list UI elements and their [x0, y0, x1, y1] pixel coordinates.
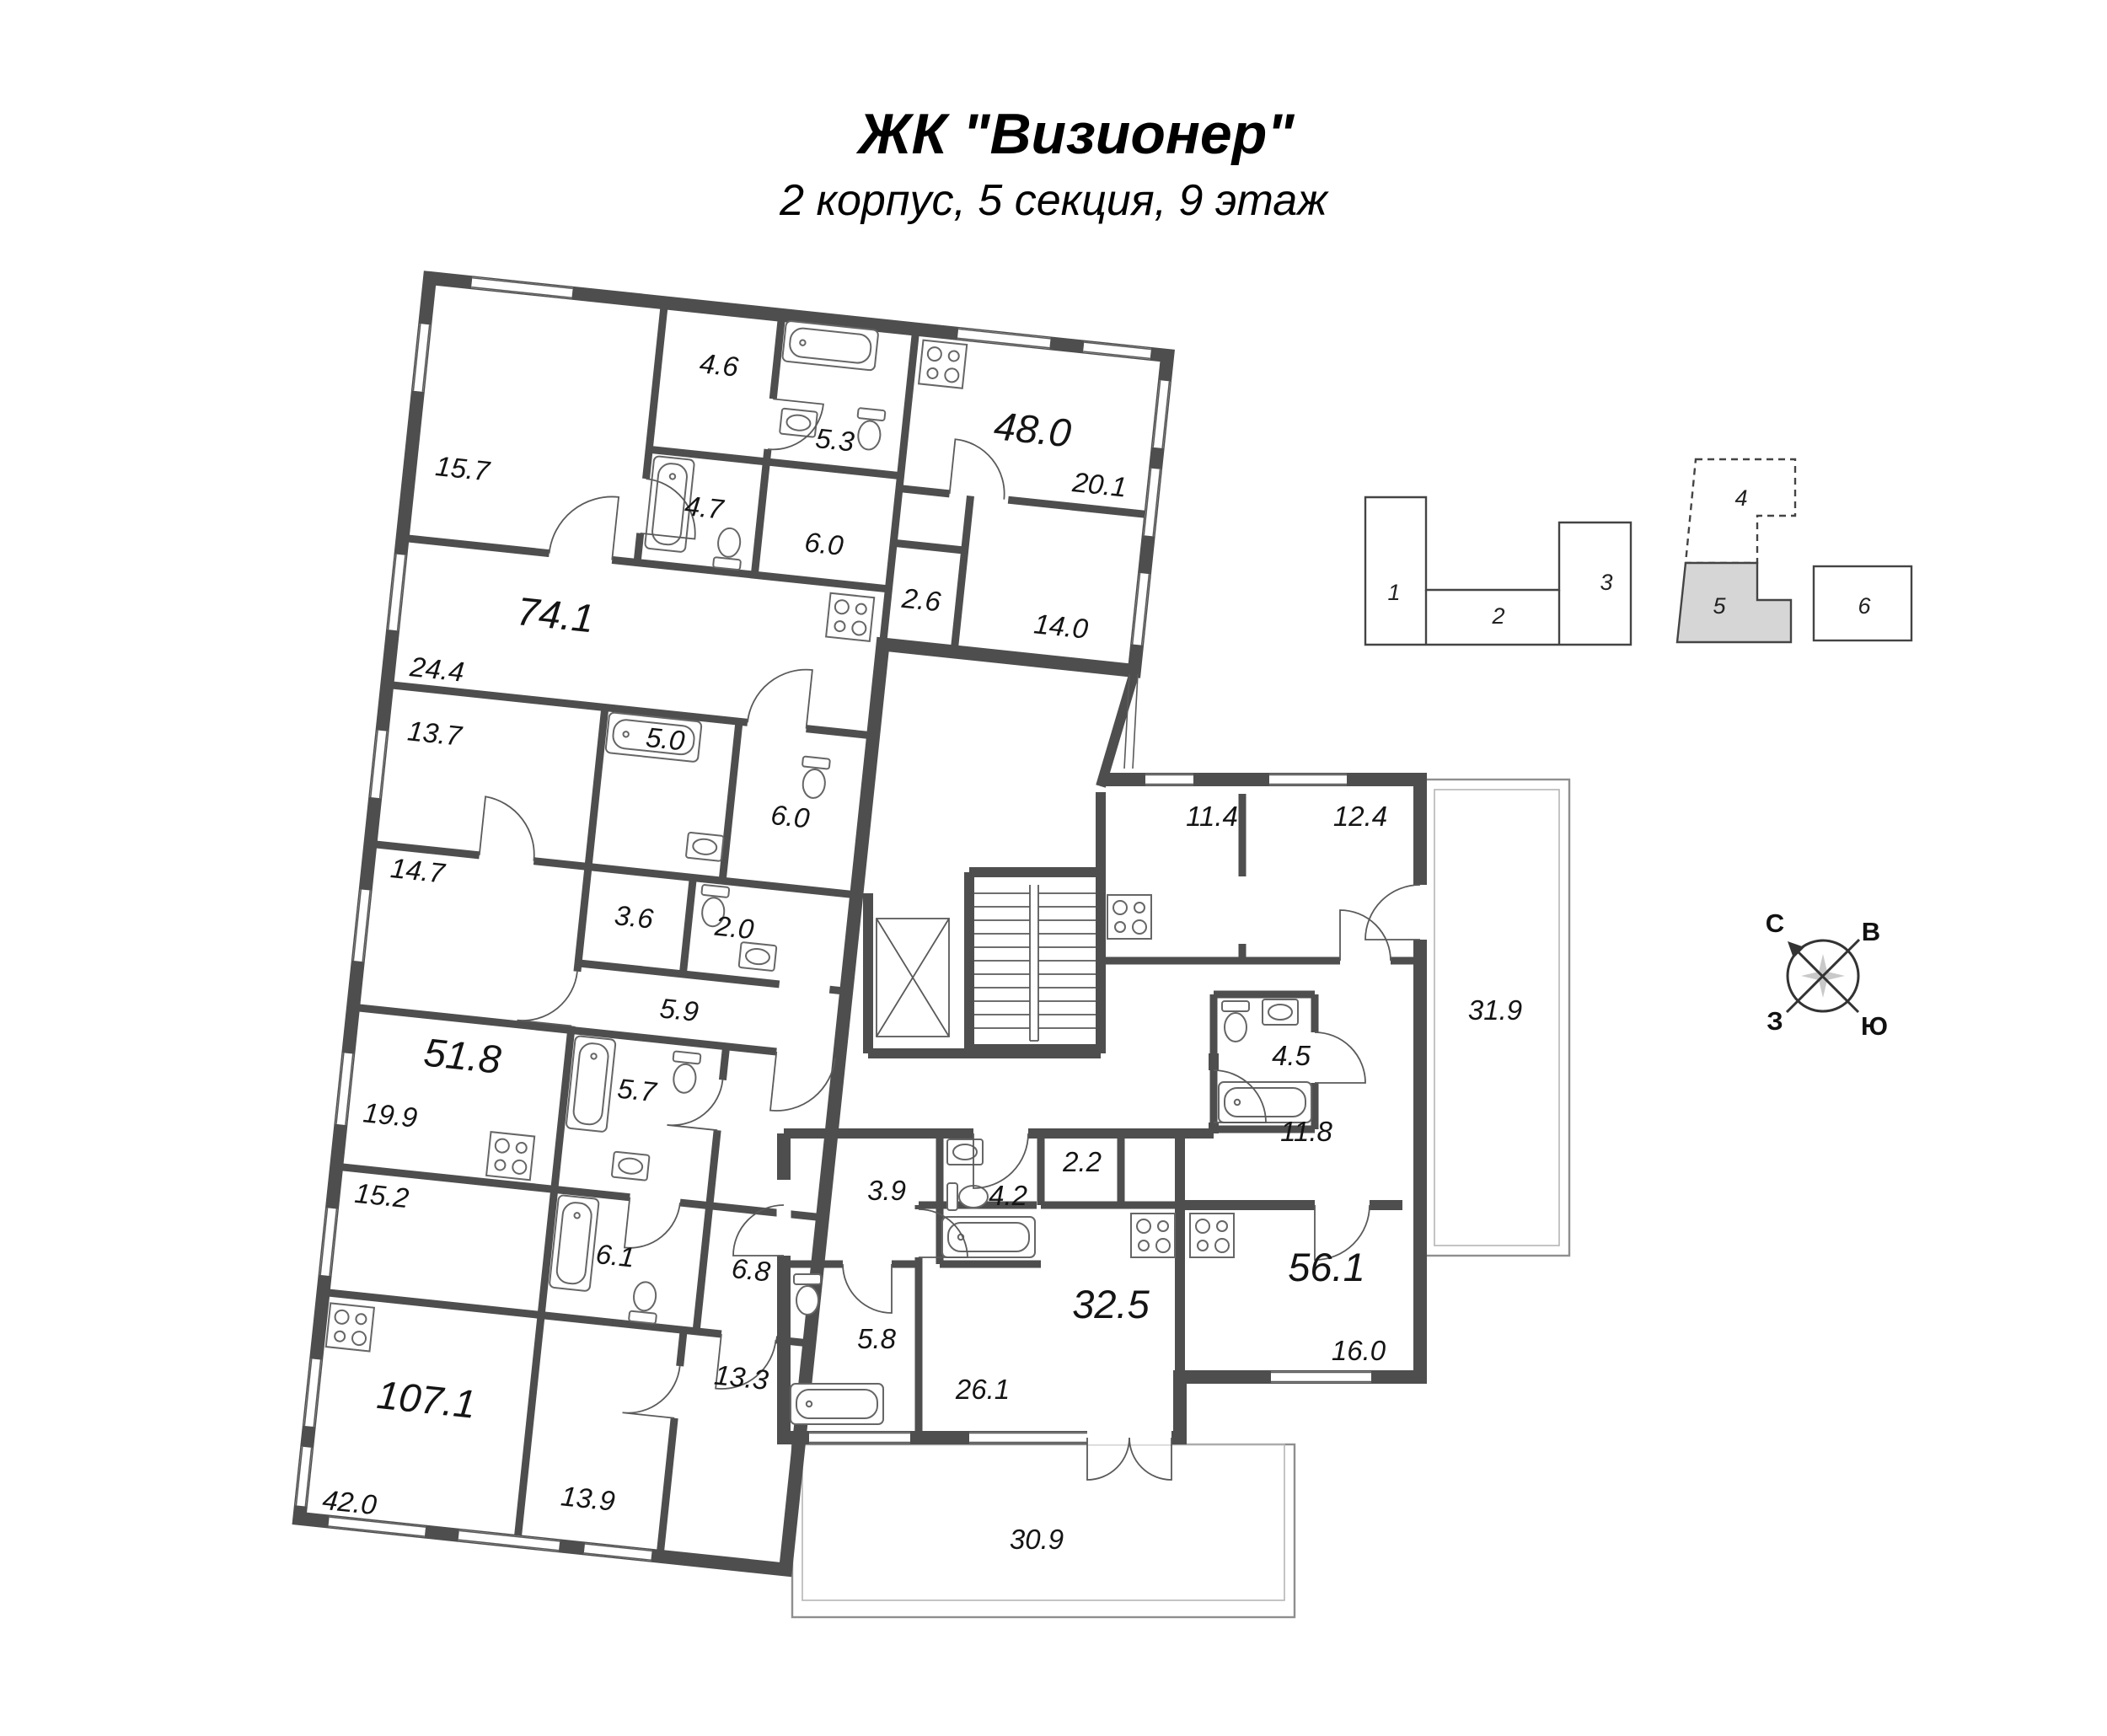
- room-area-label: 26.1: [955, 1374, 1010, 1405]
- room-area-label: 48.0: [992, 403, 1074, 455]
- room-area-label: 5.0: [645, 721, 687, 757]
- room-area-label: 11.4: [1186, 801, 1238, 832]
- room-area-label: 6.0: [769, 799, 812, 834]
- room-area-label: 4.5: [1272, 1040, 1311, 1071]
- room-area-label: 4.6: [698, 347, 740, 383]
- room-area-label: 107.1: [375, 1372, 479, 1427]
- core: [876, 885, 1096, 1042]
- room-area-label: 2.6: [900, 582, 943, 618]
- stairs-icon: [974, 885, 1096, 1042]
- room-area-label: 32.5: [1072, 1282, 1150, 1326]
- compass-west-label: З: [1767, 1006, 1783, 1036]
- room-labels-tilted: 15.7 4.6 4.7 5.3 6.0 48.0 20.1 2.6 14.0 74.1 24.4 1…: [321, 347, 1129, 1521]
- room-area-label: 5.7: [616, 1073, 659, 1108]
- site-minimap: 1 2 3 4 5 6: [1364, 458, 1913, 646]
- room-area-label: 11.8: [1280, 1116, 1332, 1147]
- room-area-label: 5.9: [658, 992, 700, 1027]
- room-area-label: 20.1: [1070, 466, 1129, 503]
- door-arcs: [478, 398, 1005, 1419]
- room-area-label: 24.4: [408, 651, 466, 688]
- room-area-label: 4.2: [989, 1180, 1027, 1211]
- room-area-label: 13.3: [713, 1359, 770, 1396]
- room-area-label: 51.8: [422, 1029, 504, 1081]
- room-area-label: 15.2: [353, 1177, 410, 1214]
- compass-east-label: В: [1862, 917, 1880, 946]
- room-area-label: 3.6: [613, 899, 655, 935]
- minimap-label-2: 2: [1491, 603, 1504, 629]
- room-area-label: 5.3: [814, 422, 856, 458]
- balcony-30-9: [791, 1443, 1296, 1619]
- room-area-label: 6.8: [730, 1252, 772, 1288]
- compass-rose-icon: С В З Ю: [1766, 908, 1888, 1041]
- room-area-label: 56.1: [1288, 1245, 1364, 1289]
- room-area-label: 5.8: [857, 1323, 897, 1354]
- room-area-label: 31.9: [1468, 994, 1522, 1026]
- minimap-label-6: 6: [1858, 593, 1871, 619]
- page-title: ЖК "Визионер": [855, 102, 1295, 166]
- room-area-label: 6.1: [594, 1238, 635, 1273]
- minimap-section-4: [1684, 458, 1797, 565]
- room-area-label: 19.9: [362, 1096, 419, 1133]
- room-area-label: 2.0: [713, 910, 756, 946]
- minimap-label-5: 5: [1713, 593, 1726, 619]
- room-area-label: 2.2: [1062, 1146, 1102, 1177]
- room-area-label: 4.7: [684, 490, 726, 525]
- room-area-label: 15.7: [434, 450, 492, 487]
- minimap-section-6: [1812, 565, 1913, 642]
- minimap-label-1: 1: [1387, 580, 1400, 605]
- room-area-label: 30.9: [1010, 1524, 1064, 1555]
- room-area-label: 12.4: [1333, 801, 1387, 832]
- minimap-building-1-3: [1364, 496, 1633, 646]
- elevator-icon: [876, 918, 950, 1037]
- room-area-label: 13.7: [406, 715, 464, 752]
- straight-wing-walls: [777, 671, 1427, 1444]
- compass-north-label: С: [1766, 908, 1784, 938]
- page-subtitle: 2 корпус, 5 секция, 9 этаж: [779, 176, 1329, 225]
- minimap-label-3: 3: [1600, 570, 1612, 595]
- room-area-label: 14.0: [1032, 608, 1090, 645]
- room-area-label: 6.0: [803, 526, 845, 561]
- room-area-label: 13.9: [560, 1480, 617, 1517]
- room-area-label: 42.0: [321, 1484, 378, 1521]
- room-area-label: 14.7: [389, 852, 448, 889]
- minimap-section-5-highlighted: [1675, 561, 1793, 644]
- minimap-label-4: 4: [1734, 485, 1747, 511]
- straight-wing: [732, 671, 1428, 1481]
- room-labels-straight: 11.4 12.4 31.9 4.5 11.8 2.2 3.9 4.2 5.8 32.5 26.1 5…: [857, 801, 1522, 1555]
- room-area-label: 16.0: [1332, 1335, 1386, 1366]
- tilted-wing-partitions: [323, 302, 1151, 1557]
- door-arcs: [732, 884, 1421, 1481]
- compass-north-arrow: [1788, 941, 1804, 958]
- tilted-wing: [292, 271, 1175, 1578]
- room-area-label: 3.9: [867, 1175, 906, 1206]
- room-area-label: 74.1: [515, 588, 597, 640]
- compass-south-label: Ю: [1861, 1011, 1888, 1041]
